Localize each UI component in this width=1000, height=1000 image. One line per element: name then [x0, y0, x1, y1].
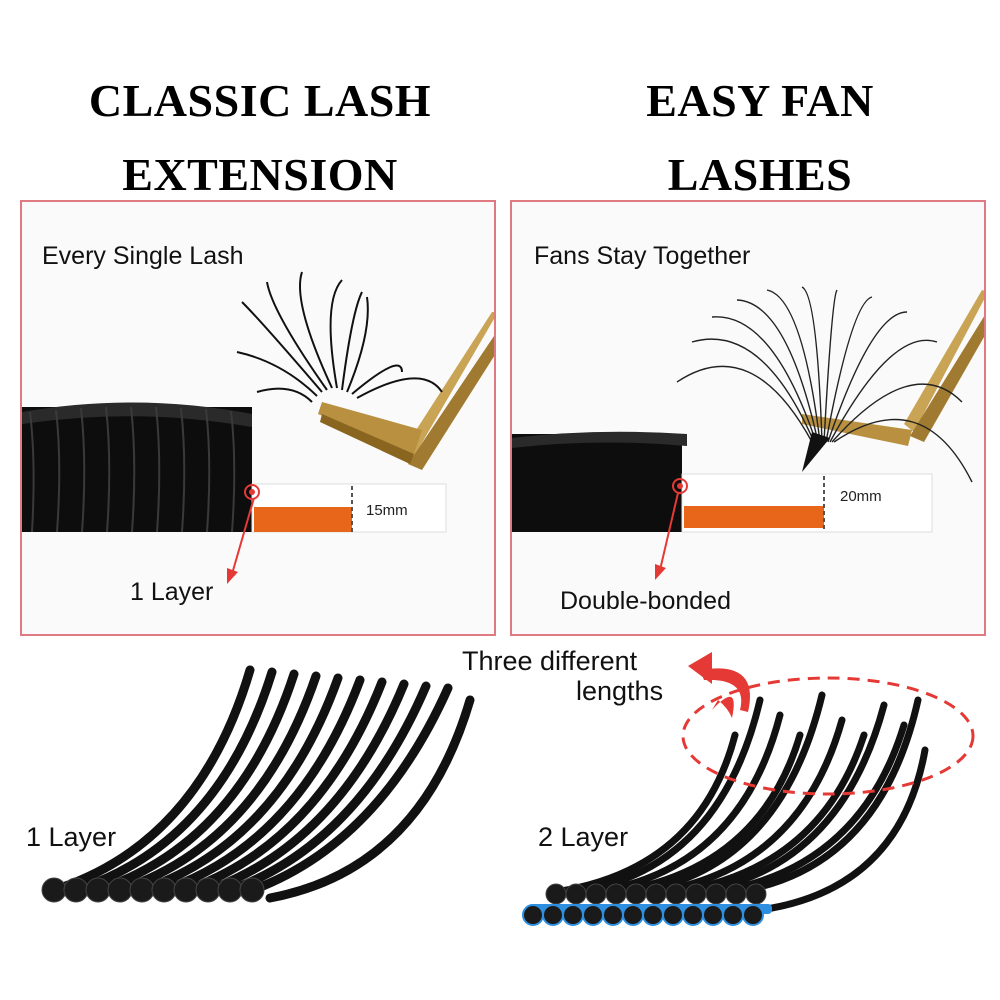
- length-label-20mm: 20mm: [840, 488, 882, 505]
- bottom-left-layer-label: 1 Layer: [26, 822, 117, 852]
- easy-fan-panel: Fans Stay Together 20mm Double-bonded: [510, 200, 986, 636]
- fan-lash-icon: [676, 286, 973, 483]
- adhesive-strip: [254, 507, 352, 532]
- tweezers-icon: [318, 312, 494, 470]
- heading-easy-fan: EASY FAN LASHES: [530, 64, 990, 212]
- bottom-right-layer-label: 2 Layer: [538, 822, 629, 852]
- fan-lash-strip-icon: [512, 431, 687, 532]
- classic-lash-illustration: [22, 271, 494, 584]
- double-bonded-label: Double-bonded: [560, 587, 731, 615]
- length-label-15mm: 15mm: [366, 502, 408, 519]
- adhesive-strip: [684, 506, 824, 528]
- lash-strip-icon: [22, 402, 252, 533]
- layer-label: 1 Layer: [130, 578, 214, 606]
- panel-right-title: Fans Stay Together: [534, 242, 751, 270]
- heading-left-line2: EXTENSION: [122, 149, 398, 200]
- easy-fan-illustration: [512, 286, 984, 580]
- annotation-line2: lengths: [576, 676, 664, 706]
- lengths-highlight-ellipse: [681, 676, 975, 796]
- classic-lash-panel: Every Single Lash 15mm 1 Layer: [20, 200, 496, 636]
- layer-comparison-illustration: [41, 652, 975, 926]
- heading-classic-lash: CLASSIC LASH EXTENSION: [40, 64, 480, 212]
- annotation-line1: Three different: [462, 646, 638, 676]
- heading-left-line1: CLASSIC LASH: [88, 75, 432, 126]
- heading-right-line2: LASHES: [667, 149, 853, 200]
- heading-right-line1: EASY FAN: [646, 75, 874, 126]
- single-lash-icon: [236, 271, 443, 403]
- bond-pointer-icon: [655, 478, 688, 580]
- single-layer-lash-icon: [41, 665, 475, 903]
- layer-pointer-icon: [227, 484, 260, 584]
- double-layer-lash-icon: [522, 691, 929, 926]
- curved-arrow-icon: [688, 652, 750, 718]
- panel-left-title: Every Single Lash: [42, 242, 244, 270]
